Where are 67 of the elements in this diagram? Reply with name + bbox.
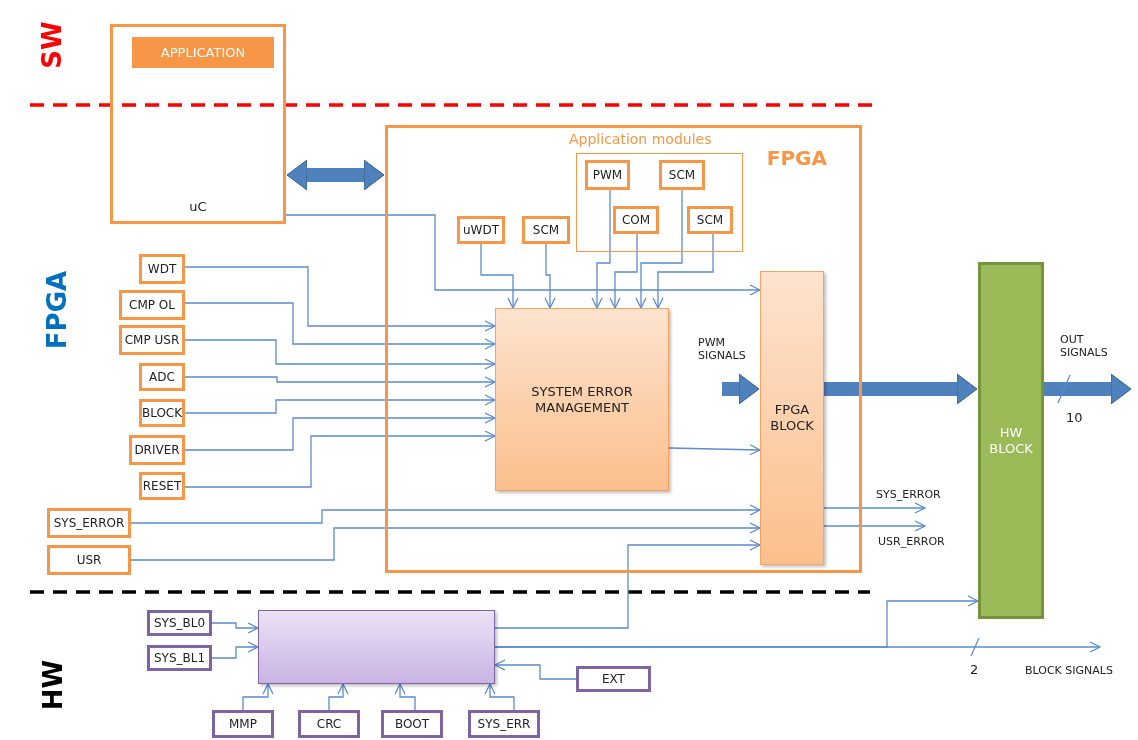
box-label: FPGA — [766, 146, 827, 170]
signal-box — [139, 254, 185, 284]
signal-box — [139, 472, 185, 500]
signal-box — [212, 710, 274, 738]
box-label: DRIVER — [134, 442, 180, 458]
box-label: SYS_BL0 — [153, 615, 206, 631]
box-label: MMP — [229, 716, 257, 732]
hardware-logic-block — [258, 610, 495, 684]
box-label: USR — [76, 552, 102, 568]
box-label: APPLICATION — [160, 44, 246, 61]
signal-box — [119, 325, 185, 355]
box-label: BOOT — [394, 716, 430, 732]
box-label: HW BLOCK — [988, 424, 1034, 457]
domain-label: SW — [36, 21, 67, 69]
box-label: BLOCK — [141, 405, 183, 421]
module-box — [613, 206, 659, 234]
box-label: SYS_ERR — [477, 716, 531, 732]
signal-box — [129, 435, 185, 465]
signal-box — [147, 645, 212, 671]
controller-block — [110, 24, 286, 224]
module-box — [585, 160, 630, 190]
edge-label: SYS_ERROR — [876, 488, 941, 502]
signal-box — [139, 363, 185, 391]
edge-label: OUT SIGNALS — [1060, 333, 1109, 360]
edge-label: BLOCK SIGNALS — [1025, 664, 1113, 678]
box-label: EXT — [602, 671, 625, 687]
box-label: SYSTEM ERROR MANAGEMENT — [530, 383, 634, 416]
bus-width-label: 10 — [1066, 410, 1083, 426]
box-label: uWDT — [462, 222, 499, 238]
module-box — [522, 216, 570, 244]
box-label: SYS_ERROR — [53, 515, 125, 531]
edge-label: PWM SIGNALS — [698, 336, 747, 363]
box-label: ADC — [149, 369, 175, 385]
process-block — [760, 271, 824, 565]
box-label: CMP OL — [129, 297, 175, 313]
signal-box — [147, 610, 212, 636]
module-box — [659, 160, 705, 190]
signal-box — [468, 710, 540, 738]
signal-box — [47, 545, 131, 575]
box-label: uC — [188, 199, 208, 215]
signal-box — [139, 399, 185, 427]
box-label: SCM — [696, 212, 724, 228]
signal-box — [47, 508, 131, 538]
box-label: RESET — [142, 478, 182, 494]
edge-label: USR_ERROR — [878, 535, 945, 549]
signal-box — [381, 710, 443, 738]
box-label: SCM — [532, 222, 560, 238]
box-label: CMP USR — [124, 332, 180, 348]
box-label: WDT — [147, 261, 177, 277]
process-block — [495, 308, 669, 491]
hardware-block — [978, 262, 1044, 619]
box-label: Application modules — [569, 131, 712, 148]
bus-width-label: 2 — [970, 662, 979, 678]
fpga-frame — [385, 125, 862, 573]
box-label: PWM — [592, 167, 623, 183]
box-label: SCM — [668, 167, 696, 183]
box-label: CRC — [316, 716, 342, 732]
signal-box — [576, 666, 651, 692]
signal-box — [119, 290, 185, 320]
box-label: COM — [621, 212, 651, 228]
box-label: FPGA BLOCK — [769, 402, 815, 434]
module-box — [457, 216, 505, 244]
module-box — [687, 206, 733, 234]
box-label: SYS_BL1 — [153, 650, 206, 666]
domain-label: FPGA — [42, 270, 73, 350]
signal-box — [298, 710, 360, 738]
domain-label: HW — [38, 659, 69, 711]
